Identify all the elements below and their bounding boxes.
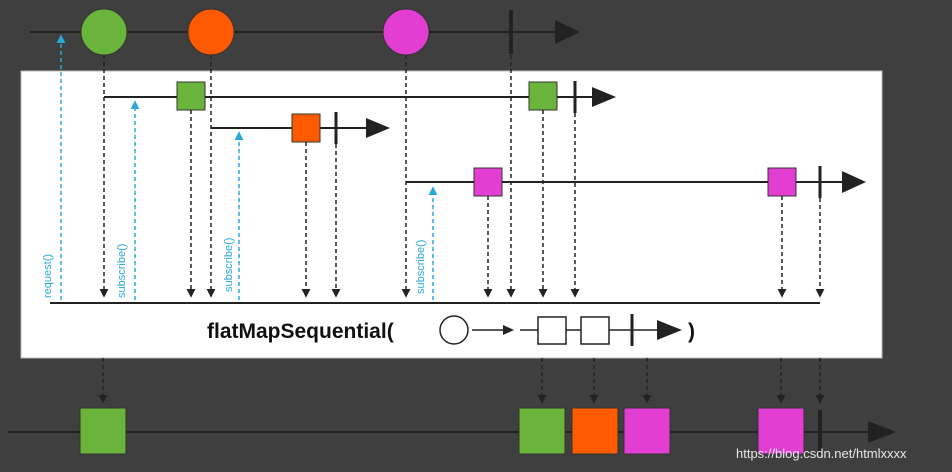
inner-timeline-magenta [406,166,866,198]
pictogram-item-square-icon-2 [580,316,610,345]
inner-item-magenta-2 [767,167,797,197]
inner-item-green-1 [176,81,206,111]
inner-timeline-green [104,81,616,113]
inner-timeline-orange [211,112,390,144]
source-item-green [80,8,128,56]
request-call-label: request() [42,254,54,298]
operator-panel [20,70,883,359]
output-item-green-1 [79,407,127,455]
operator-label-close: ) [688,320,695,343]
output-drop-arrows [98,358,825,404]
output-item-orange-1 [571,407,619,455]
subscribe-call-label-1: subscribe() [116,244,128,298]
source-drop-arrows [99,55,516,298]
inner-item-green-2 [528,81,558,111]
source-timeline [30,8,580,56]
subscribe-call-label-2: subscribe() [223,238,235,292]
call-arrows [56,34,438,300]
subscribe-call-label-3: subscribe() [415,240,427,294]
inner-item-orange-1 [291,113,321,143]
source-item-orange [187,8,235,56]
operator-label-group: flatMapSequential( ) [207,314,695,346]
watermark-text: https://blog.csdn.net/htmlxxxx [736,446,907,461]
inner-item-magenta-1 [473,167,503,197]
pictogram-item-square-icon [537,316,567,345]
pictogram-source-circle-icon [439,315,469,345]
output-item-green-2 [518,407,566,455]
output-item-magenta-1 [623,407,671,455]
source-item-magenta [382,8,430,56]
inner-drop-arrows [186,110,825,298]
operator-label: flatMapSequential( [207,320,394,343]
output-timeline [8,407,896,455]
output-item-magenta-2 [757,407,805,455]
